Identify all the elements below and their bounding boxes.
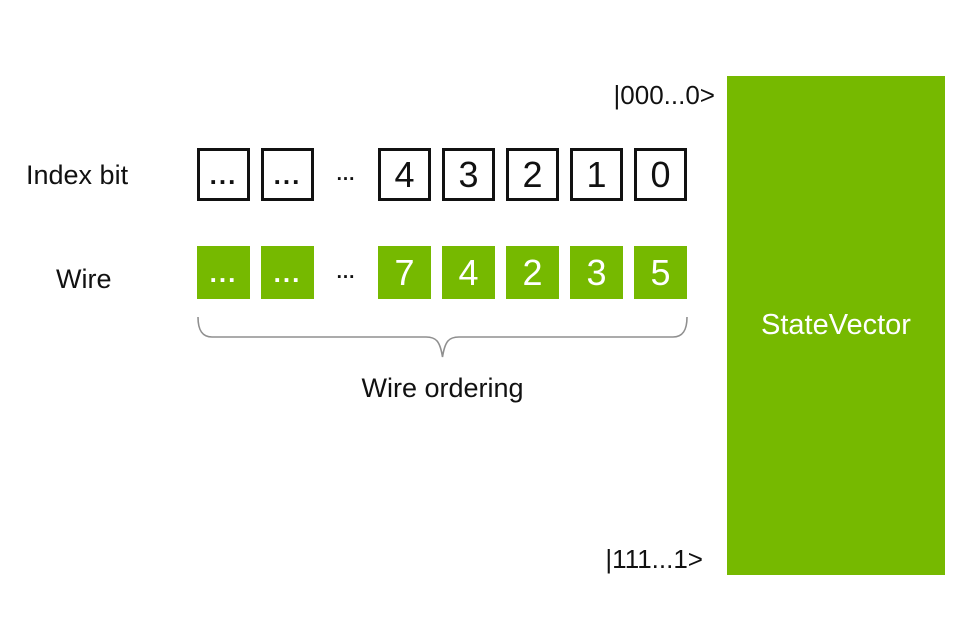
wire-value: 7	[394, 251, 415, 293]
wire-cell: 3	[570, 246, 623, 299]
underbrace	[197, 316, 688, 358]
index-bit-value: 2	[522, 153, 543, 195]
index-bit-value: 0	[650, 153, 671, 195]
index-bit-cell: ...	[197, 148, 250, 201]
ellipsis-cell-text: ...	[273, 257, 302, 288]
ellipsis-cell-text: ...	[209, 159, 238, 190]
row-ellipsis: ...	[325, 148, 367, 201]
row-ellipsis-text: ...	[336, 163, 356, 185]
wire-ordering-label: Wire ordering	[361, 373, 524, 403]
wire-cell: 4	[442, 246, 495, 299]
index-bit-cell: 4	[378, 148, 431, 201]
ket-zero-label: |000...0>	[613, 80, 715, 110]
index-bit-cell: 3	[442, 148, 495, 201]
wire-row: ... ... ... 7 4 2 3 5	[197, 246, 687, 299]
wire-label: Wire	[56, 264, 112, 294]
index-bit-label: Index bit	[26, 160, 129, 190]
wire-value: 5	[650, 251, 671, 293]
wire-cell: ...	[197, 246, 250, 299]
index-bit-value: 1	[586, 153, 607, 195]
row-ellipsis: ...	[325, 246, 367, 299]
wire-value: 2	[522, 251, 543, 293]
index-bit-value: 4	[394, 153, 415, 195]
wire-cell: 7	[378, 246, 431, 299]
statevector-label: StateVector	[761, 309, 911, 341]
ellipsis-cell-text: ...	[273, 159, 302, 190]
index-bit-cell: 1	[570, 148, 623, 201]
wire-value: 4	[458, 251, 479, 293]
wire-cell: 5	[634, 246, 687, 299]
index-bit-value: 3	[458, 153, 479, 195]
ellipsis-cell-text: ...	[209, 257, 238, 288]
ket-one-label: |111...1>	[605, 544, 703, 574]
wire-value: 3	[586, 251, 607, 293]
row-ellipsis-text: ...	[336, 261, 356, 283]
wire-cell: ...	[261, 246, 314, 299]
index-bit-row: ... ... ... 4 3 2 1 0	[197, 148, 687, 201]
index-bit-cell: ...	[261, 148, 314, 201]
statevector-block: StateVector	[727, 76, 945, 575]
wire-cell: 2	[506, 246, 559, 299]
index-bit-cell: 0	[634, 148, 687, 201]
index-bit-cell: 2	[506, 148, 559, 201]
